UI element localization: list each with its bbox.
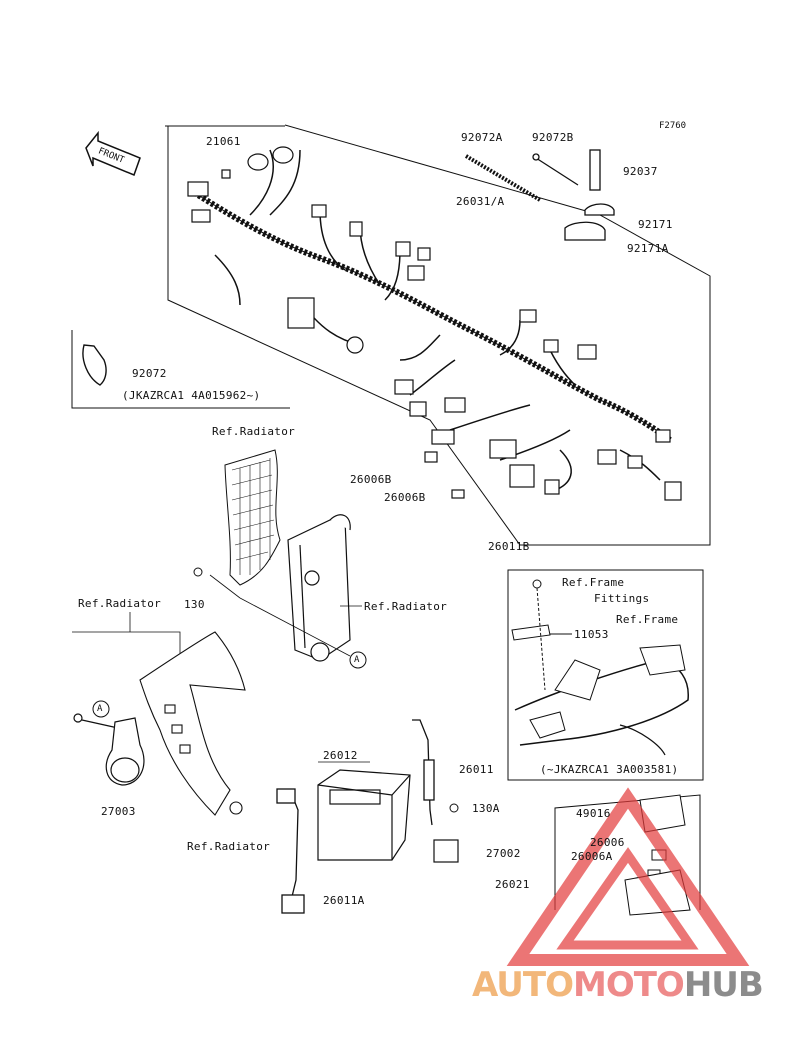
horn	[73, 713, 145, 786]
part-92037: 92037	[623, 165, 658, 178]
part-49016: 49016	[576, 807, 611, 820]
callout-circles	[92, 651, 367, 718]
part-21061: 21061	[206, 135, 241, 148]
part-26011B: 26011B	[488, 540, 530, 553]
callout-a-left: A	[97, 704, 103, 714]
part-11053: 11053	[574, 628, 609, 641]
ref-radiator-mid: Ref.Radiator	[364, 600, 448, 613]
leader-lines	[72, 574, 362, 660]
ref-radiator-left: Ref.Radiator	[78, 597, 162, 610]
part-26006B-1: 26006B	[350, 473, 392, 486]
part-92171: 92171	[638, 218, 673, 231]
part-92072A: 92072A	[461, 131, 503, 144]
part-26011A: 26011A	[323, 894, 365, 907]
serial-range-2: (~JKAZRCA1 3A003581)	[540, 763, 679, 776]
watermark-hub: HUB	[683, 965, 764, 1005]
battery	[317, 769, 411, 861]
ref-frame-fittings-line2: Fittings	[594, 592, 650, 605]
part-26021: 26021	[495, 878, 530, 891]
battery-cables	[276, 719, 435, 914]
part-130: 130	[184, 598, 205, 611]
ref-radiator-top: Ref.Radiator	[212, 425, 296, 438]
ref-radiator-bottom: Ref.Radiator	[187, 840, 271, 853]
clamp-detail-box	[71, 330, 290, 409]
watermark-triangle	[506, 787, 750, 966]
radiator-screen	[224, 449, 281, 586]
frame-detail-box	[507, 569, 704, 781]
part-27002: 27002	[486, 847, 521, 860]
radiator-core	[287, 514, 351, 662]
cable-ties	[464, 149, 615, 241]
harness-box	[165, 124, 711, 546]
callout-a-right: A	[354, 655, 360, 665]
serial-range-1: (JKAZRCA1 4A015962~)	[122, 389, 261, 402]
part-92072B: 92072B	[532, 131, 574, 144]
starter-relay	[433, 839, 459, 863]
part-26006A: 26006A	[571, 850, 613, 863]
bolt-130-icon	[193, 567, 459, 813]
part-92171A: 92171A	[627, 242, 669, 255]
part-92072: 92072	[132, 367, 167, 380]
part-27003: 27003	[101, 805, 136, 818]
watermark-moto: MOTO	[572, 965, 685, 1005]
part-26031A: 26031/A	[456, 195, 505, 208]
ref-frame: Ref.Frame	[616, 613, 679, 626]
connector-blocks	[187, 146, 682, 501]
front-arrow-icon	[85, 130, 141, 176]
radiator-shroud	[139, 631, 246, 816]
part-130A: 130A	[472, 802, 500, 815]
figure-code: F2760	[659, 121, 687, 131]
part-26011: 26011	[459, 763, 494, 776]
wiring-harness	[188, 149, 672, 491]
part-26006: 26006	[590, 836, 625, 849]
part-26012: 26012	[323, 749, 358, 762]
part-26006B-2: 26006B	[384, 491, 426, 504]
watermark-logo: AUTOMOTOHUB	[472, 965, 764, 1005]
watermark-auto: AUTO	[472, 965, 574, 1005]
ref-frame-fittings-line1: Ref.Frame	[562, 576, 625, 589]
